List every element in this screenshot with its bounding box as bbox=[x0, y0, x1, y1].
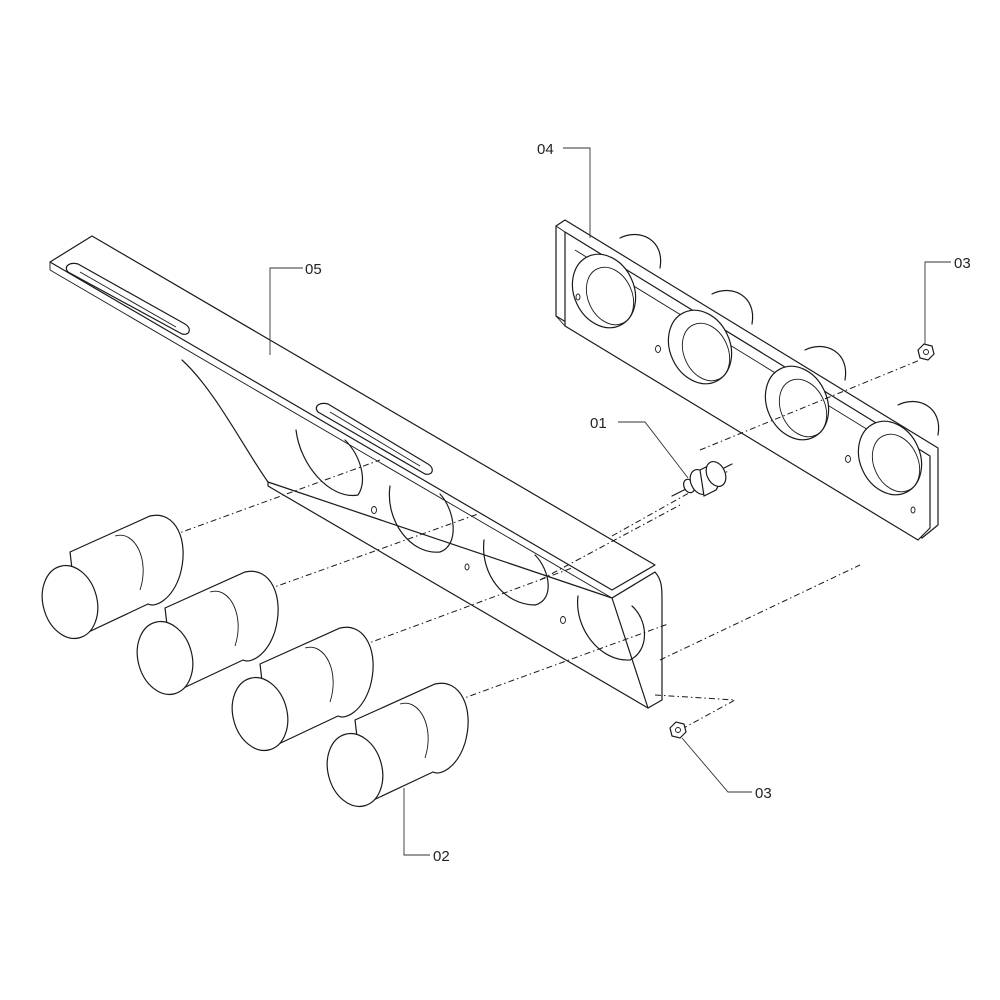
channel-hole-3 bbox=[764, 365, 830, 441]
channel-hole-1 bbox=[571, 253, 637, 329]
slot-inner bbox=[315, 402, 433, 475]
callout-04: 04 bbox=[537, 141, 554, 158]
channel-hole-2 bbox=[667, 309, 733, 385]
part-04-channel-clamp bbox=[555, 219, 940, 541]
part-02-end-caps bbox=[41, 514, 469, 808]
callout-labels: 04 05 03 01 03 02 bbox=[305, 141, 971, 865]
callout-01: 01 bbox=[590, 415, 607, 432]
part-05-mounting-bracket bbox=[49, 235, 663, 709]
callout-03-bottom: 03 bbox=[755, 785, 772, 802]
end-cap-4 bbox=[326, 682, 469, 808]
end-cap-2 bbox=[136, 570, 279, 696]
callout-leaders bbox=[269, 147, 951, 856]
channel-hole-4 bbox=[857, 420, 923, 496]
end-cap-3 bbox=[231, 626, 374, 752]
end-cap-1 bbox=[41, 514, 184, 640]
slot-outer bbox=[65, 262, 190, 335]
callout-03-top: 03 bbox=[954, 255, 971, 272]
part-03-nut-bottom bbox=[669, 721, 687, 739]
callout-05: 05 bbox=[305, 261, 322, 278]
part-01-rubber-stud bbox=[671, 461, 733, 497]
part-03-nut-top bbox=[917, 343, 935, 361]
assembly-axis-lines bbox=[159, 359, 921, 731]
callout-02: 02 bbox=[433, 848, 450, 865]
